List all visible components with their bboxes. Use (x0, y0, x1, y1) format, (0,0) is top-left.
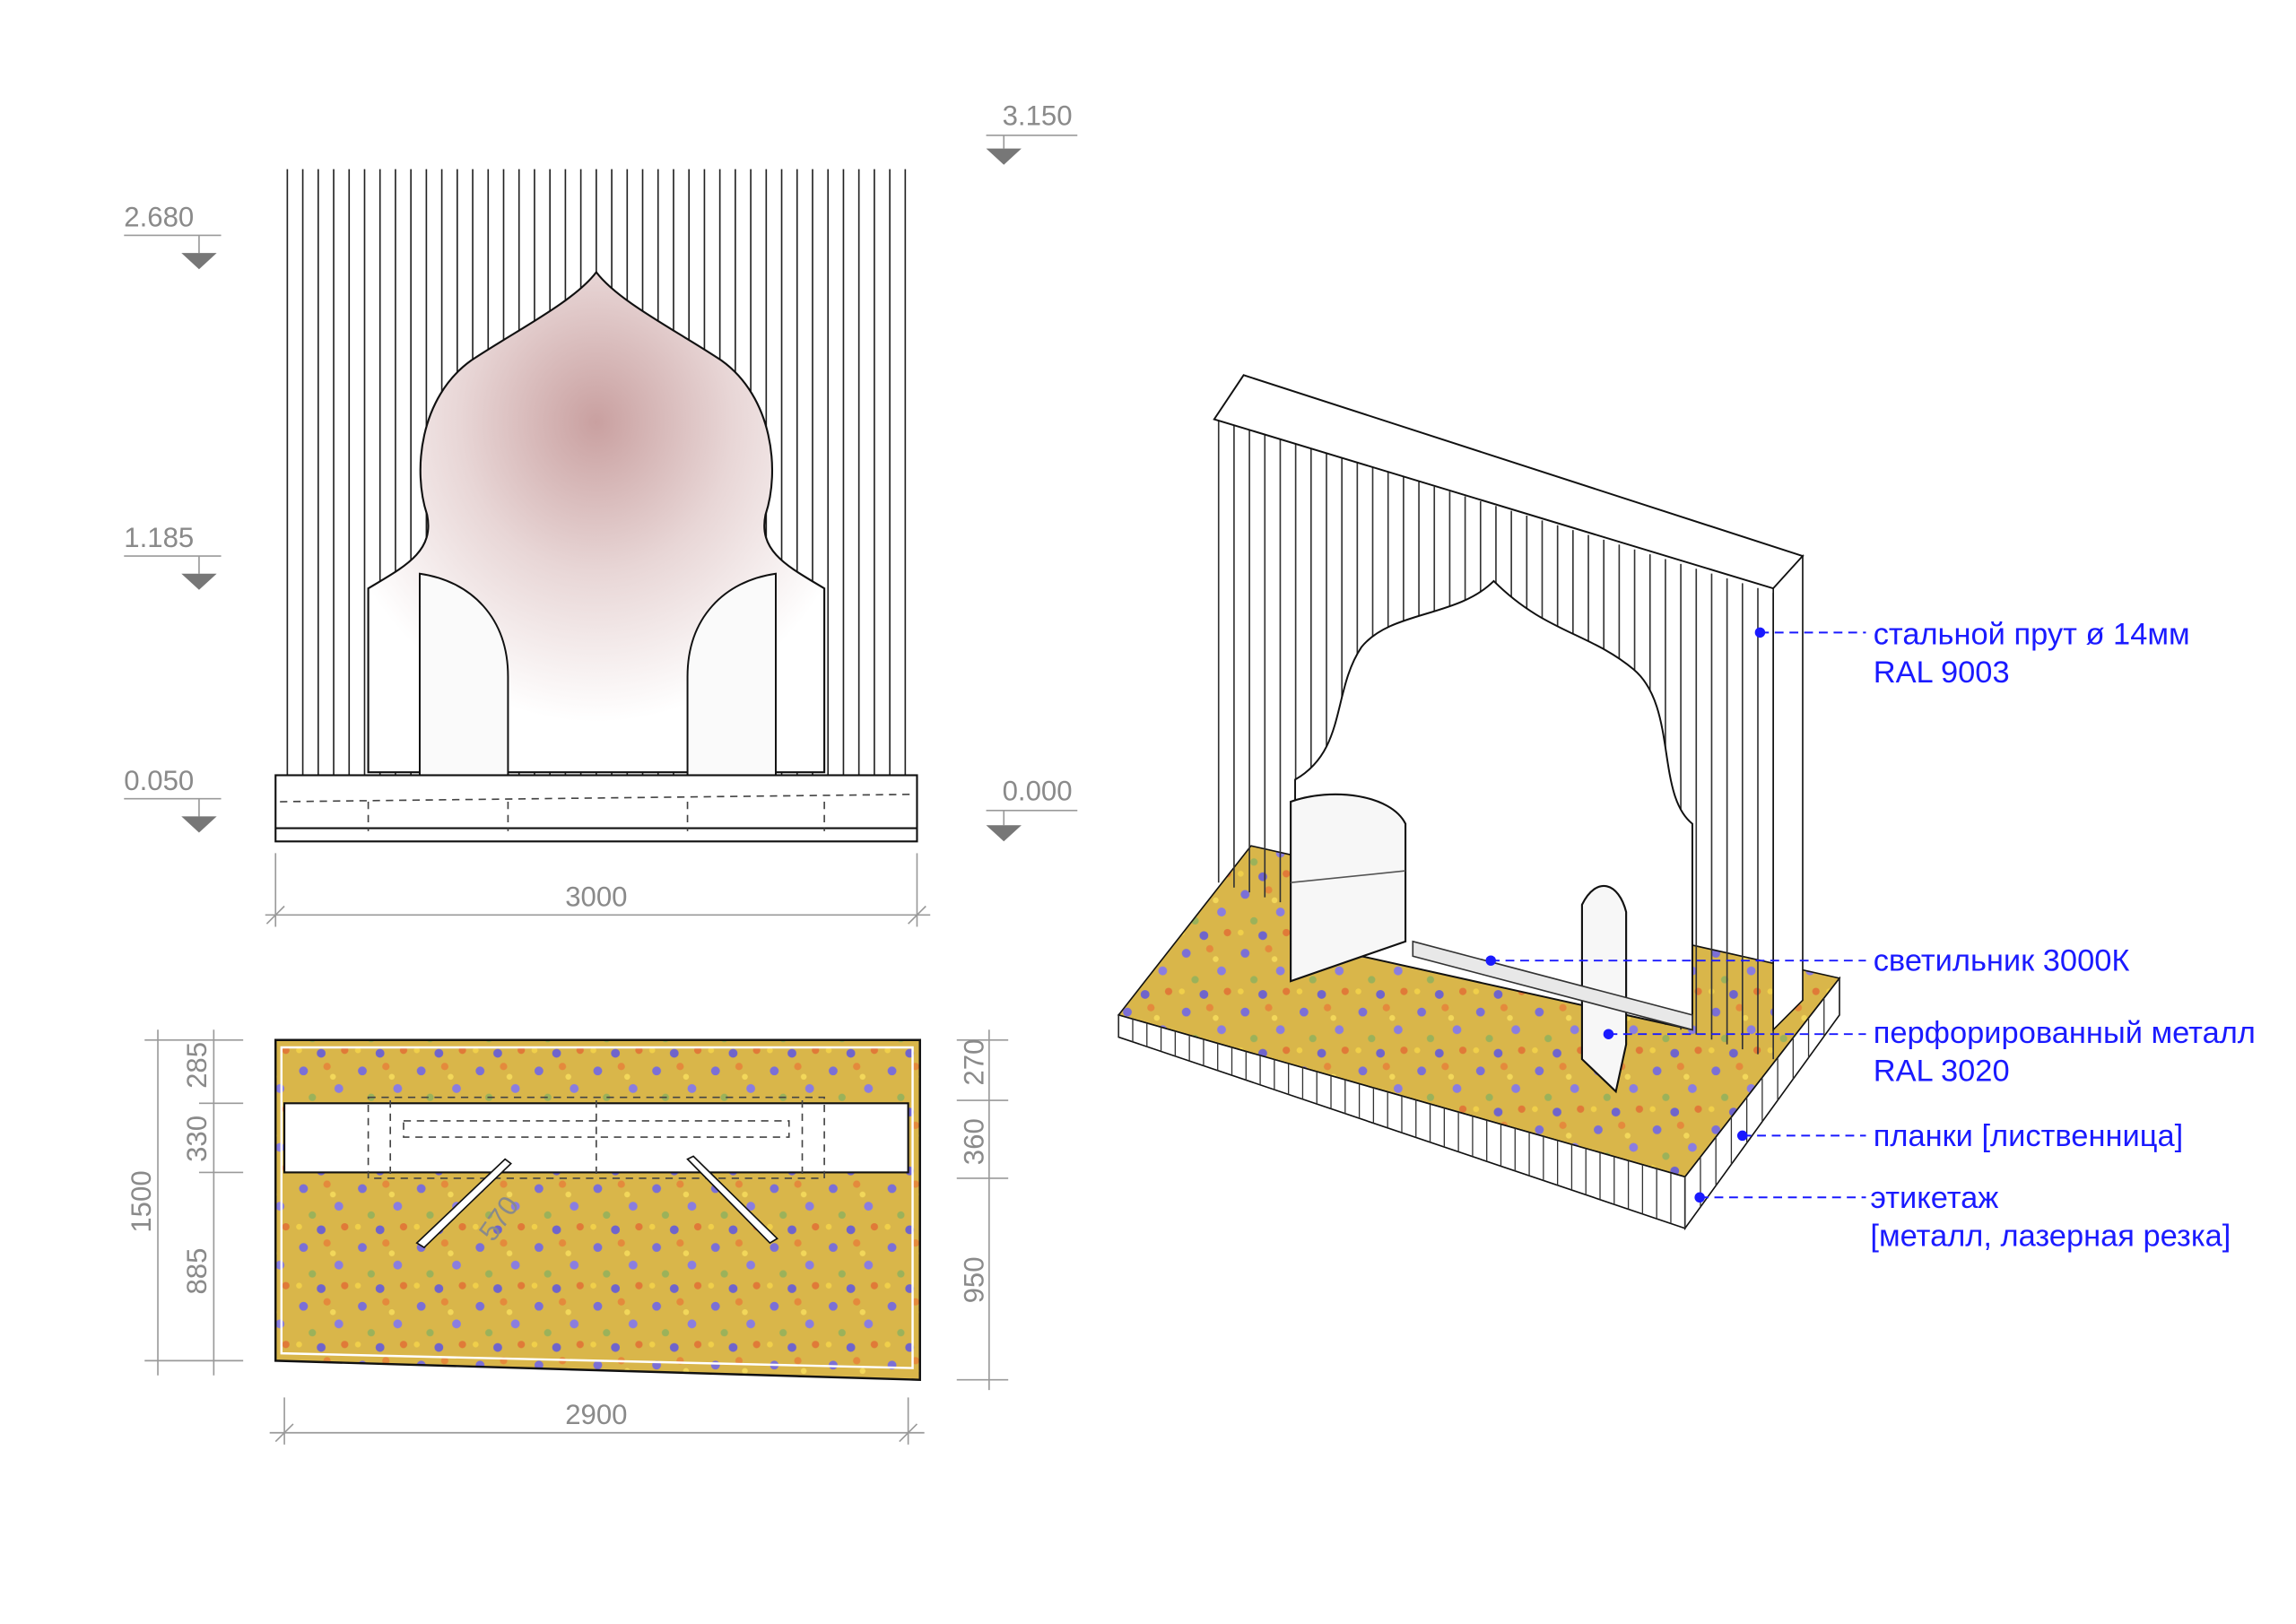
axonometric-view (1117, 374, 1841, 1231)
callout-label-plate: этикетаж [металл, лазерная резка] (1694, 1181, 2231, 1253)
callout-perforated-metal: перфорированный металл RAL 3020 (1603, 1016, 2256, 1089)
svg-text:1.185: 1.185 (124, 522, 194, 553)
svg-text:3.150: 3.150 (1003, 100, 1073, 131)
plan-width-label: 2900 (565, 1399, 627, 1430)
callout-text: светильник 3000К (1874, 944, 2130, 978)
callout-text: [металл, лазерная резка] (1870, 1219, 2231, 1253)
dim-label: 885 (181, 1248, 213, 1295)
arch-footprint (367, 1096, 825, 1179)
dim-label: 270 (958, 1039, 989, 1086)
width-label: 3000 (565, 881, 627, 912)
left-door-plan (415, 1158, 512, 1249)
door-seam (1291, 870, 1406, 884)
axo-left-door (1290, 793, 1407, 983)
callout-text: перфорированный металл (1874, 1016, 2256, 1050)
right-dimensions: 270 360 950 (956, 1029, 1009, 1391)
level-marker-3150: 3.150 (986, 100, 1078, 165)
left-door-panel (419, 572, 509, 795)
dim-label: 360 (958, 1118, 989, 1165)
larch-slats (1118, 977, 1840, 1229)
callout-text: стальной прут ø 14мм (1874, 617, 2190, 651)
luminaire (1412, 940, 1693, 1031)
level-triangle-icon (181, 253, 217, 270)
callout-luminaire: светильник 3000К (1485, 944, 2129, 978)
left-dimensions: 1500 285 330 885 (126, 1029, 244, 1376)
front-elevation: 3000 2.680 1.185 0.050 3.150 0.000 (124, 100, 1078, 927)
plinth (274, 774, 918, 843)
callout-text: RAL 9003 (1874, 656, 2010, 690)
callout-steel-rod: стальной прут ø 14мм RAL 9003 (1754, 617, 2190, 690)
dim-label: 285 (181, 1042, 213, 1089)
axo-right-door (1580, 885, 1628, 1094)
right-door-panel (686, 572, 777, 795)
plan-width-dimension: 2900 (269, 1397, 925, 1445)
total-depth-label: 1500 (126, 1170, 157, 1232)
plinth-hidden-verticals (367, 802, 825, 831)
right-door-plan (686, 1155, 778, 1245)
level-triangle-icon (181, 573, 217, 590)
level-marker-0050: 0.050 (124, 765, 222, 833)
level-marker-2680: 2.680 (124, 202, 222, 270)
level-marker-0000: 0.000 (986, 775, 1078, 842)
svg-text:2.680: 2.680 (124, 202, 194, 233)
dim-label: 330 (181, 1116, 213, 1162)
bed-edge (280, 1046, 914, 1369)
dim-label: 950 (958, 1256, 989, 1303)
level-triangle-icon (986, 148, 1022, 165)
svg-text:0.050: 0.050 (124, 765, 194, 796)
callout-text: RAL 3020 (1874, 1055, 2010, 1089)
callouts: стальной прут ø 14мм RAL 9003 светильник… (1485, 617, 2256, 1253)
floor-plan: 570 1500 285 330 885 270 360 950 2900 (126, 1029, 1009, 1445)
top-beam (1213, 374, 1805, 590)
level-triangle-icon (986, 825, 1022, 842)
width-dimension: 3000 (265, 853, 931, 927)
svg-text:0.000: 0.000 (1003, 775, 1073, 806)
callout-text: этикетаж (1870, 1181, 1998, 1215)
wall-end (1772, 553, 1804, 1032)
callout-slats: планки [лиственница] (1736, 1119, 2183, 1153)
callout-text: планки [лиственница] (1874, 1119, 2183, 1153)
flower-bed (274, 1038, 921, 1381)
level-triangle-icon (181, 816, 217, 833)
level-marker-1185: 1.185 (124, 522, 222, 590)
